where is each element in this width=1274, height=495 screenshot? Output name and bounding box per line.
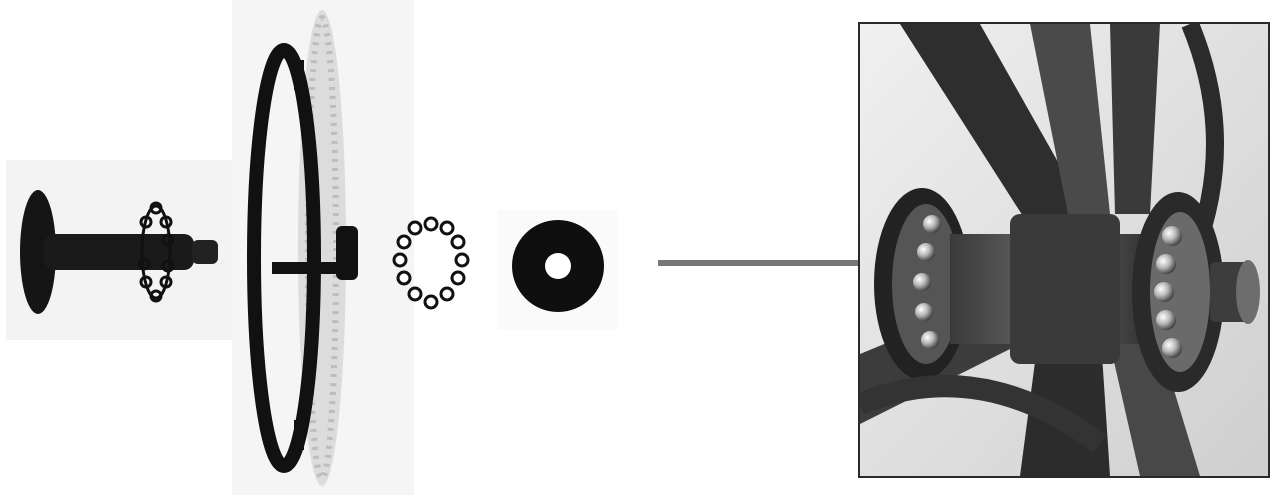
- axle-part: [6, 160, 234, 340]
- washer-icon: [498, 210, 618, 330]
- hub-closeup-photo: [858, 22, 1270, 478]
- ball-bearing-ring-part: [392, 214, 470, 314]
- wheel-part: [232, 0, 414, 495]
- wheel-hub-bearing-closeup-icon: [860, 24, 1268, 476]
- washer-part: [498, 210, 618, 330]
- callout-connector-line: [658, 260, 858, 266]
- bearing-ring-icon: [392, 214, 470, 314]
- wheel-icon: [232, 0, 414, 495]
- axle-icon: [6, 160, 234, 340]
